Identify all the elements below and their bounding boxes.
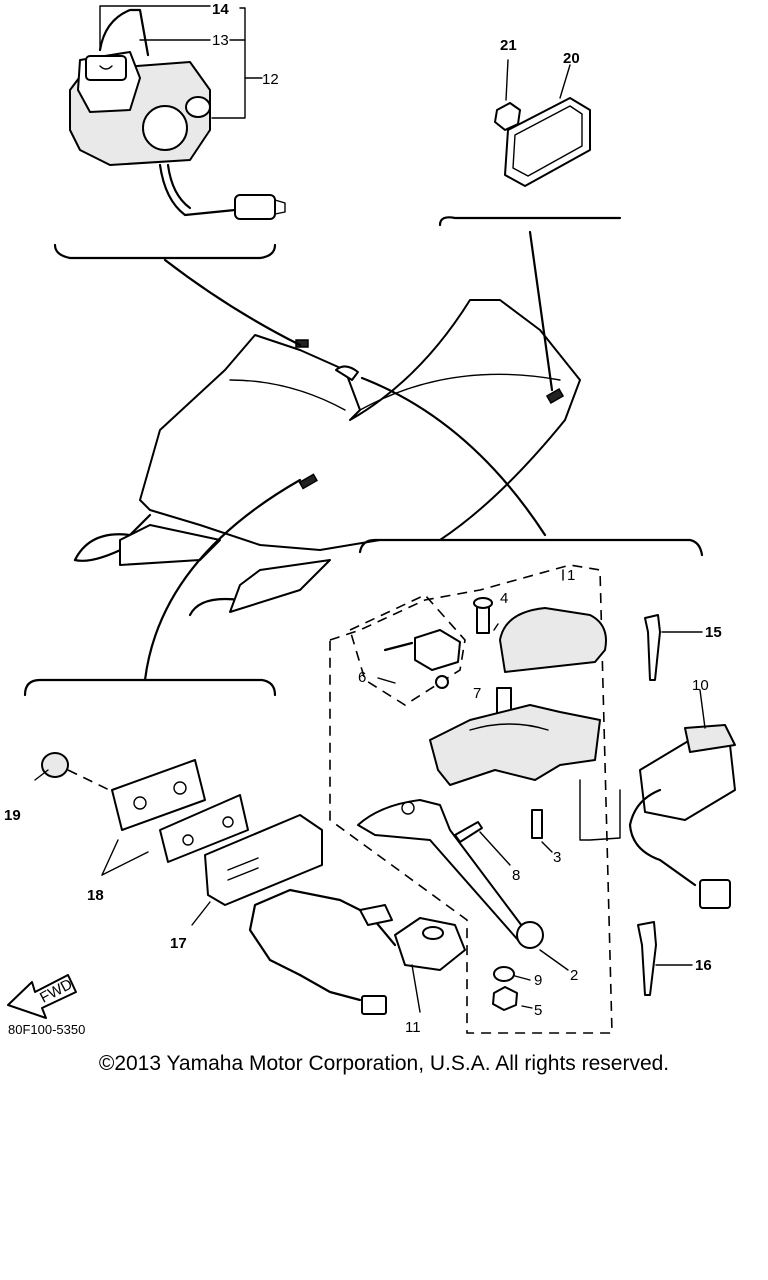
reflector-inset: [438, 59, 622, 227]
callout-5: 5: [534, 1002, 542, 1019]
callout-20: 20: [563, 50, 580, 67]
callout-15: 15: [705, 624, 722, 641]
callout-11: 11: [405, 1019, 421, 1036]
callout-9: 9: [534, 972, 542, 989]
callout-12: 12: [262, 71, 279, 88]
diagram-code: 80F100-5350: [8, 1022, 86, 1037]
callout-2: 2: [570, 967, 578, 984]
callout-21: 21: [500, 37, 517, 54]
callout-labels: 1 2 3 4 5 6 7 8 9 10 11 12 13 14 15 16 1…: [4, 1, 722, 1036]
callout-3: 3: [553, 849, 561, 866]
snowmobile-body: [73, 299, 581, 617]
callout-1: 1: [567, 567, 575, 584]
meter-unit-inset: [53, 5, 286, 260]
callout-18: 18: [87, 887, 104, 904]
callout-14: 14: [212, 1, 229, 18]
callout-8: 8: [512, 867, 520, 884]
copyright-notice: ©2013 Yamaha Motor Corporation, U.S.A. A…: [98, 1052, 670, 1075]
callout-13: 13: [212, 32, 229, 49]
callout-16: 16: [695, 957, 712, 974]
callout-17: 17: [170, 935, 187, 952]
connection-lines: [143, 230, 554, 682]
callout-6: 6: [358, 669, 366, 686]
callout-4: 4: [500, 590, 508, 607]
taillight-inset: [23, 678, 323, 926]
callout-7: 7: [473, 685, 481, 702]
callout-19: 19: [4, 807, 21, 824]
fwd-arrow-icon: FWD: [7, 974, 77, 1019]
parts-diagram: FWD 1 2 3 4 5 6 7 8 9 10 11 12 13 14 15 …: [4, 1, 736, 1036]
callout-10: 10: [692, 677, 709, 694]
throttle-assembly-inset: [248, 538, 736, 1034]
